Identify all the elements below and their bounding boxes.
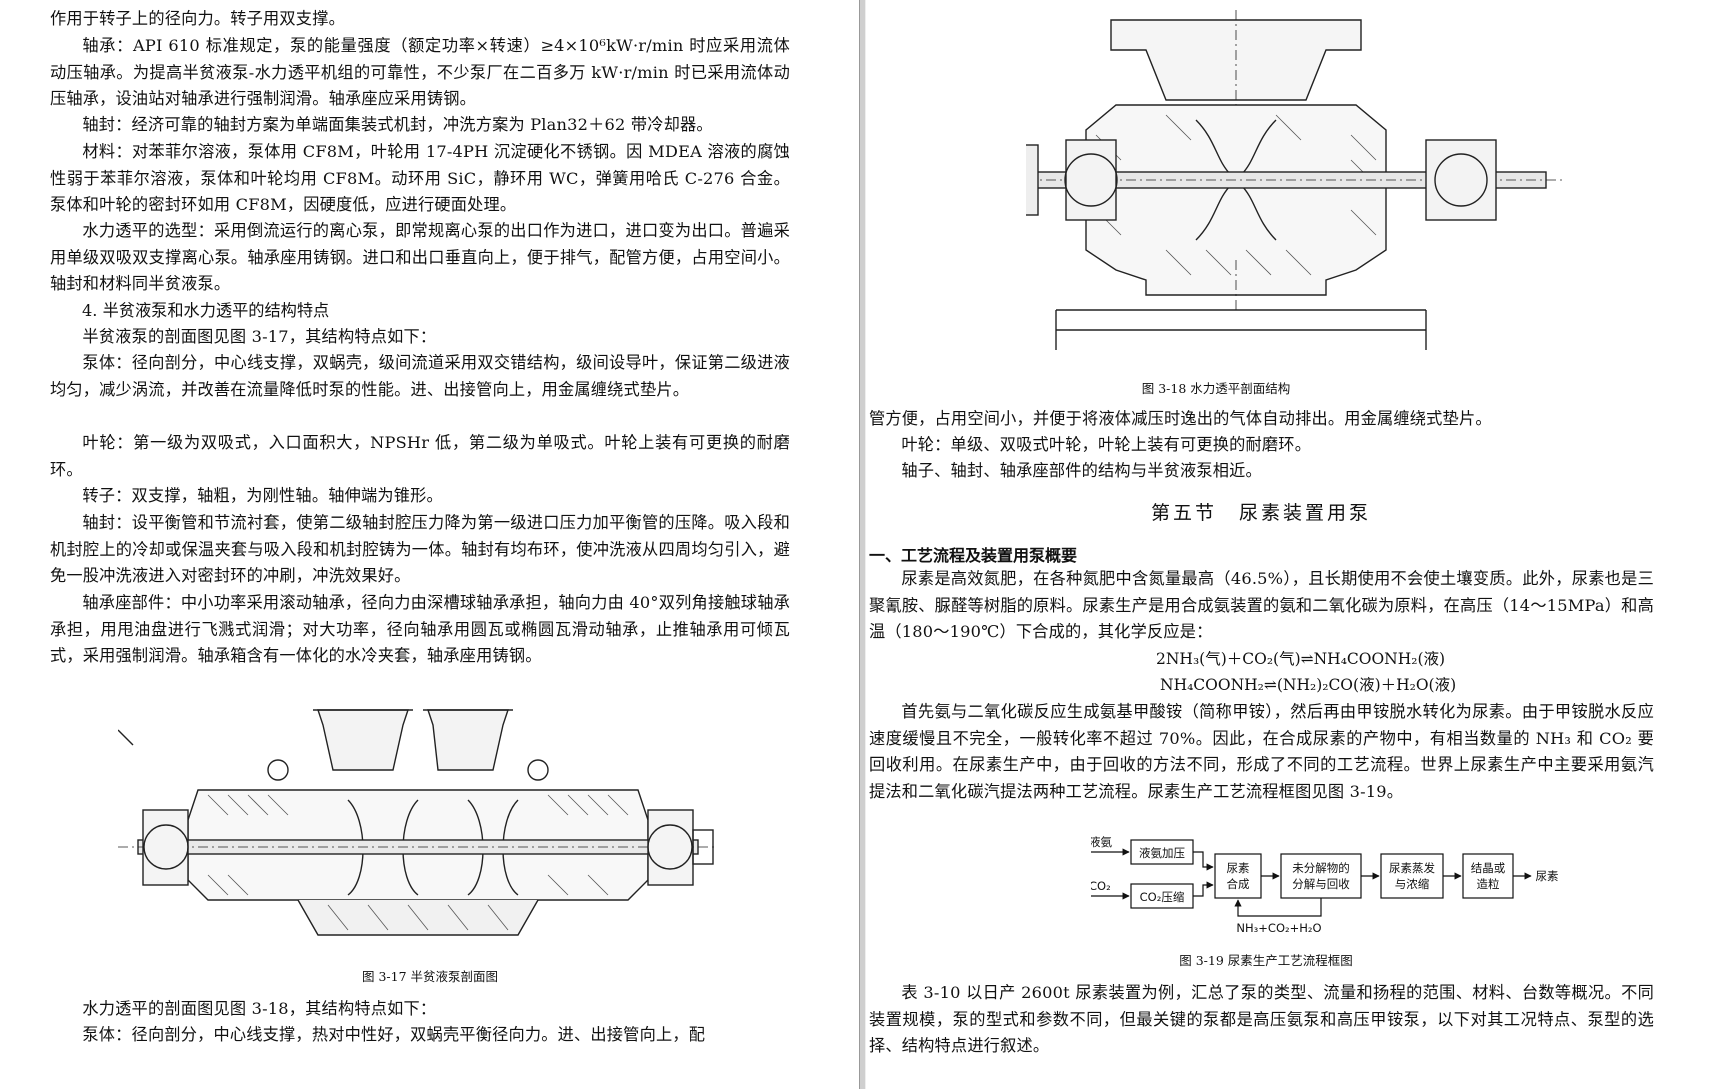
flow-label-synthesis-1: 尿素 [1227,861,1250,875]
figure-3-18-caption: 图 3-18 水力透平剖面结构 [1141,381,1291,396]
figure-3-18-drawing [1026,10,1566,350]
paragraph-turbine-parts: 轴子、轴封、轴承座部件的结构与半贫液泵相近。 [901,461,1262,480]
flow-output-urea: 尿素 [1536,869,1559,883]
flow-label-co2-compressor: CO₂压缩 [1140,890,1185,904]
left-page: 作用于转子上的径向力。转子用双支撑。 轴承：API 610 标准规定，泵的能量强… [0,0,857,1089]
paragraph-bearing-housing: 轴承座部件：中小功率采用滚动轴承，径向力由深槽球轴承承担，轴向力由 40°双列角… [50,593,790,665]
flow-label-crystallization-2: 造粒 [1477,877,1500,891]
page-divider [859,0,866,1089]
flow-label-crystallization-1: 结晶或 [1471,861,1506,875]
paragraph-turbine-casing-cont: 管方便，占用空间小，并便于将液体减压时逸出的气体自动排出。用金属缠绕式垫片。 [869,409,1492,428]
paragraph-table-3-10: 表 3-10 以日产 2600t 尿素装置为例，汇总了泵的类型、流量和扬程的范围… [869,983,1654,1055]
heading-structure-features: 4. 半贫液泵和水力透平的结构特点 [82,301,330,320]
right-page: 图 3-18 水力透平剖面结构 管方便，占用空间小，并便于将液体减压时逸出的气体… [866,0,1727,1089]
paragraph-shaft-seal: 轴封：经济可靠的轴封方案为单端面集装式机封，冲洗方案为 Plan32＋62 带冷… [82,115,713,134]
equation-carbamate-formation: 2NH₃(气)＋CO₂(气)⇌NH₄COONH₂(液) [1156,650,1446,668]
flow-label-evaporation-2: 与浓缩 [1395,877,1430,891]
paragraph-carbamate-process: 首先氨与二氧化碳反应生成氨基甲酸铵（简称甲铵），然后再由甲铵脱水转化为尿素。由于… [869,702,1654,801]
sub-heading-process-overview: 一、工艺流程及装置用泵概要 [869,546,1078,565]
paragraph-impeller: 叶轮：第一级为双吸式，入口面积大，NPSHr 低，第二级为单吸式。叶轮上装有可更… [50,433,790,479]
flow-label-decomposition-1: 未分解物的 [1292,861,1350,875]
figure-3-19-caption: 图 3-19 尿素生产工艺流程框图 [1179,953,1353,968]
paragraph-bearing: 轴承：API 610 标准规定，泵的能量强度（额定功率×转速）≥4×10⁶kW·… [50,36,790,108]
paragraph-turbine-casing: 泵体：径向剖分，中心线支撑，热对中性好，双蜗壳平衡径向力。进、出接管向上，配 [82,1025,706,1044]
paragraph-rotor: 转子：双支撑，轴粗，为刚性轴。轴伸端为锥形。 [82,486,443,505]
paragraph-turbine-selection: 水力透平的选型：采用倒流运行的离心泵，即常规离心泵的出口作为进口，进口变为出口。… [50,221,790,293]
paragraph-seal-balance: 轴封：设平衡管和节流衬套，使第二级轴封腔压力降为第一级进口压力加平衡管的压降。吸… [50,513,790,585]
flow-label-ammonia-pump: 液氨加压 [1139,846,1185,860]
flow-input-co2: CO₂ [1091,879,1111,893]
paragraph-fig317-ref: 半贫液泵的剖面图见图 3-17，其结构特点如下： [82,327,437,346]
paragraph-material: 材料：对苯菲尔溶液，泵体用 CF8M，叶轮用 17-4PH 沉淀硬化不锈钢。因 … [50,142,790,214]
flow-input-ammonia: 液氨 [1091,835,1112,849]
figure-3-17-drawing [118,709,718,936]
paragraph-pump-casing: 泵体：径向剖分，中心线支撑，双蜗壳，级间流道采用双交错结构，级间设导叶，保证第二… [50,353,790,399]
flow-label-decomposition-2: 分解与回收 [1292,877,1350,891]
paragraph-fig318-ref: 水力透平的剖面图见图 3-18，其结构特点如下： [82,999,437,1018]
paragraph-rotor-force: 作用于转子上的径向力。转子用双支撑。 [50,9,345,28]
flow-label-synthesis-2: 合成 [1227,877,1250,891]
paragraph-turbine-impeller: 叶轮：单级、双吸式叶轮，叶轮上装有可更换的耐磨环。 [901,435,1312,454]
equation-urea-dehydration: NH₄COONH₂⇌(NH₂)₂CO(液)＋H₂O(液) [1160,676,1457,694]
flow-recycle-label: NH₃+CO₂+H₂O [1236,921,1321,935]
paragraph-urea-intro: 尿素是高效氮肥，在各种氮肥中含氮量最高（46.5%），且长期使用不会使土壤变质。… [869,569,1654,641]
flow-label-evaporation-1: 尿素蒸发 [1389,861,1435,875]
figure-3-19-flowchart: 液氨 CO₂ 液氨加压 CO₂压缩 尿素 合成 未分解物的 分解与回收 尿素蒸发… [1091,835,1559,935]
figure-3-17-caption: 图 3-17 半贫液泵剖面图 [361,969,499,984]
section-title: 第五节 尿素装置用泵 [1150,502,1371,524]
